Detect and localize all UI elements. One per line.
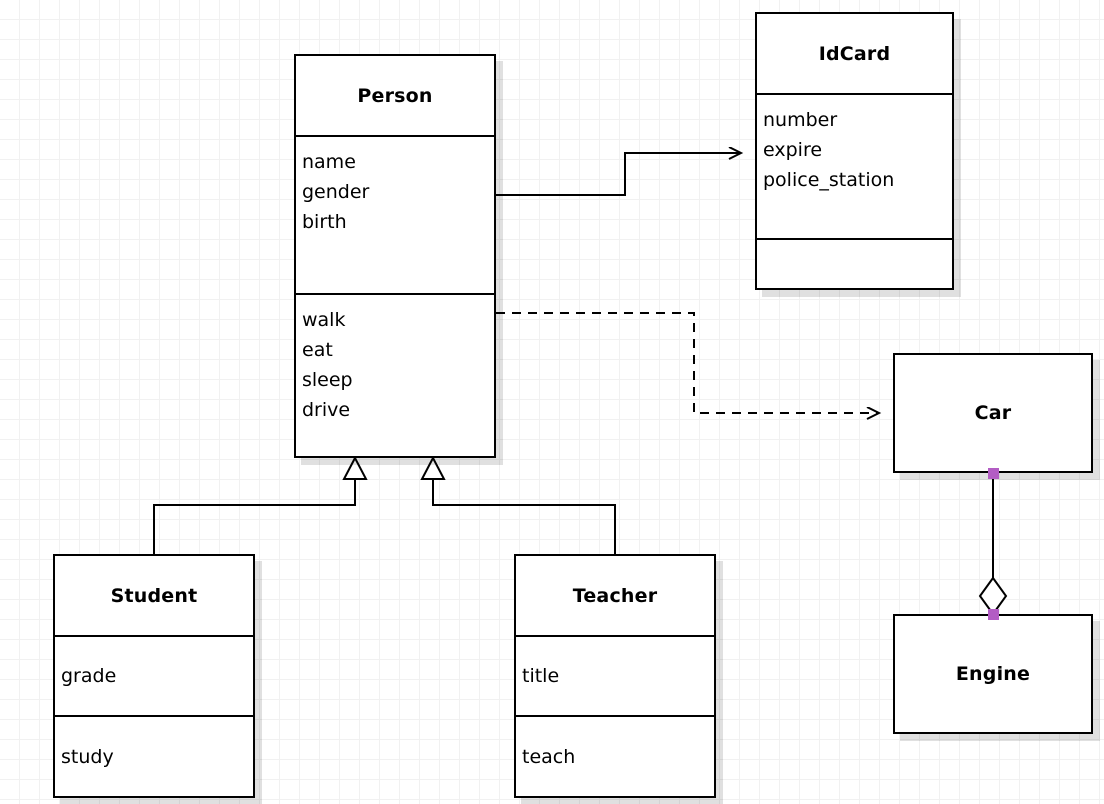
attribute-item: expire: [763, 139, 823, 161]
operations-teacher: teach: [516, 715, 714, 796]
operations-idcard: [757, 238, 952, 288]
operation-item: sleep: [302, 369, 353, 391]
operation-item: drive: [302, 399, 351, 421]
operation-item: walk: [302, 309, 346, 331]
connection-handle-car-bottom[interactable]: [988, 468, 999, 479]
class-title-car: Car: [895, 355, 1091, 471]
class-title-engine: Engine: [895, 616, 1091, 732]
attributes-student: grade: [55, 635, 253, 715]
attribute-item: title: [522, 665, 560, 687]
attribute-item: number: [763, 109, 838, 131]
class-box-person[interactable]: Person name gender birth walk eat sleep …: [294, 54, 496, 458]
class-title-person: Person: [296, 56, 494, 135]
attribute-item: gender: [302, 181, 370, 203]
class-box-teacher[interactable]: Teacher title teach: [514, 554, 716, 798]
class-name-idcard: IdCard: [818, 42, 891, 65]
class-name-person: Person: [357, 84, 433, 107]
attribute-item: birth: [302, 211, 347, 233]
attributes-teacher: title: [516, 635, 714, 715]
attribute-item: police_station: [763, 169, 895, 191]
attribute-item: grade: [61, 665, 117, 687]
attribute-item: name: [302, 151, 356, 173]
operation-item: study: [61, 745, 114, 768]
operations-student: study: [55, 715, 253, 796]
edge-student-person: [153, 455, 368, 556]
edge-person-idcard: [494, 153, 741, 196]
connection-handle-engine-top[interactable]: [988, 609, 999, 620]
class-name-car: Car: [974, 402, 1012, 424]
class-title-idcard: IdCard: [757, 14, 952, 93]
class-box-car[interactable]: Car: [893, 353, 1093, 473]
class-name-student: Student: [110, 584, 198, 607]
attributes-idcard: number expire police_station: [757, 93, 952, 238]
operation-item: teach: [522, 745, 576, 768]
class-title-teacher: Teacher: [516, 556, 714, 635]
class-box-idcard[interactable]: IdCard number expire police_station: [755, 12, 954, 290]
class-name-engine: Engine: [955, 663, 1031, 685]
class-box-student[interactable]: Student grade study: [53, 554, 255, 798]
class-title-student: Student: [55, 556, 253, 635]
edge-car-engine: [978, 473, 1008, 616]
edge-teacher-person: [420, 455, 616, 556]
class-box-engine[interactable]: Engine: [893, 614, 1093, 734]
edge-person-car: [496, 312, 879, 413]
operation-item: eat: [302, 339, 333, 361]
class-name-teacher: Teacher: [572, 584, 658, 607]
operations-person: walk eat sleep drive: [296, 293, 494, 458]
attributes-person: name gender birth: [296, 135, 494, 293]
